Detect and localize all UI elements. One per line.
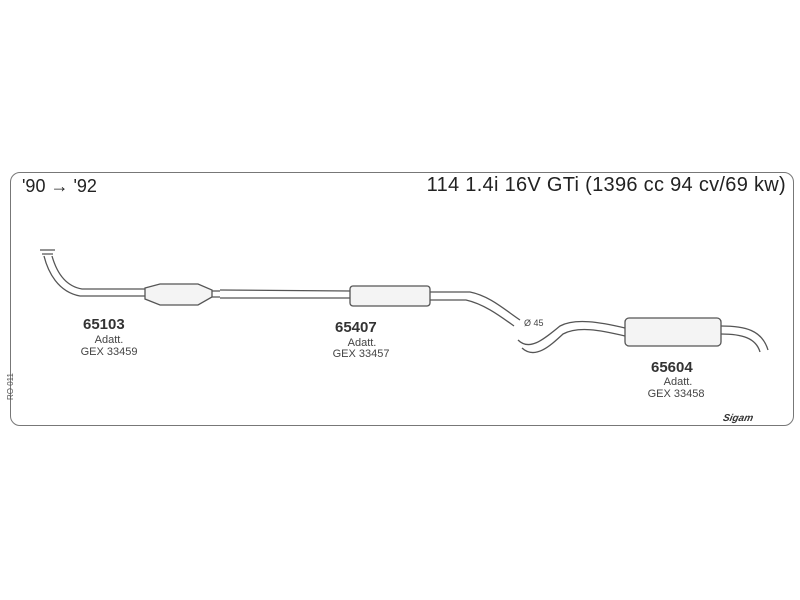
middle-pipe-65407[interactable] bbox=[219, 285, 521, 327]
part-ref-65103: GEX 33459 bbox=[80, 346, 138, 358]
rear-pipe-65604[interactable] bbox=[517, 317, 769, 354]
front-pipe-65103[interactable] bbox=[40, 249, 220, 306]
year-range: '90 → '92 bbox=[22, 176, 97, 196]
part-number-65407: 65407 bbox=[335, 319, 377, 336]
part-number-65604: 65604 bbox=[651, 359, 693, 376]
part-label-65103: Adatt. bbox=[94, 334, 124, 346]
side-code: RO 011 bbox=[6, 373, 15, 400]
part-label-65604: Adatt. bbox=[663, 376, 693, 388]
model-title: 114 1.4i 16V GTi (1396 cc 94 cv/69 kw) bbox=[426, 174, 786, 196]
diagram-frame bbox=[10, 172, 794, 426]
brand-logo: Sigam bbox=[721, 413, 755, 424]
diameter-label: Ø 45 bbox=[524, 318, 544, 328]
part-ref-65604: GEX 33458 bbox=[647, 388, 705, 400]
part-label-65407: Adatt. bbox=[347, 337, 377, 349]
part-number-65103: 65103 bbox=[83, 316, 125, 333]
part-ref-65407: GEX 33457 bbox=[332, 348, 390, 360]
